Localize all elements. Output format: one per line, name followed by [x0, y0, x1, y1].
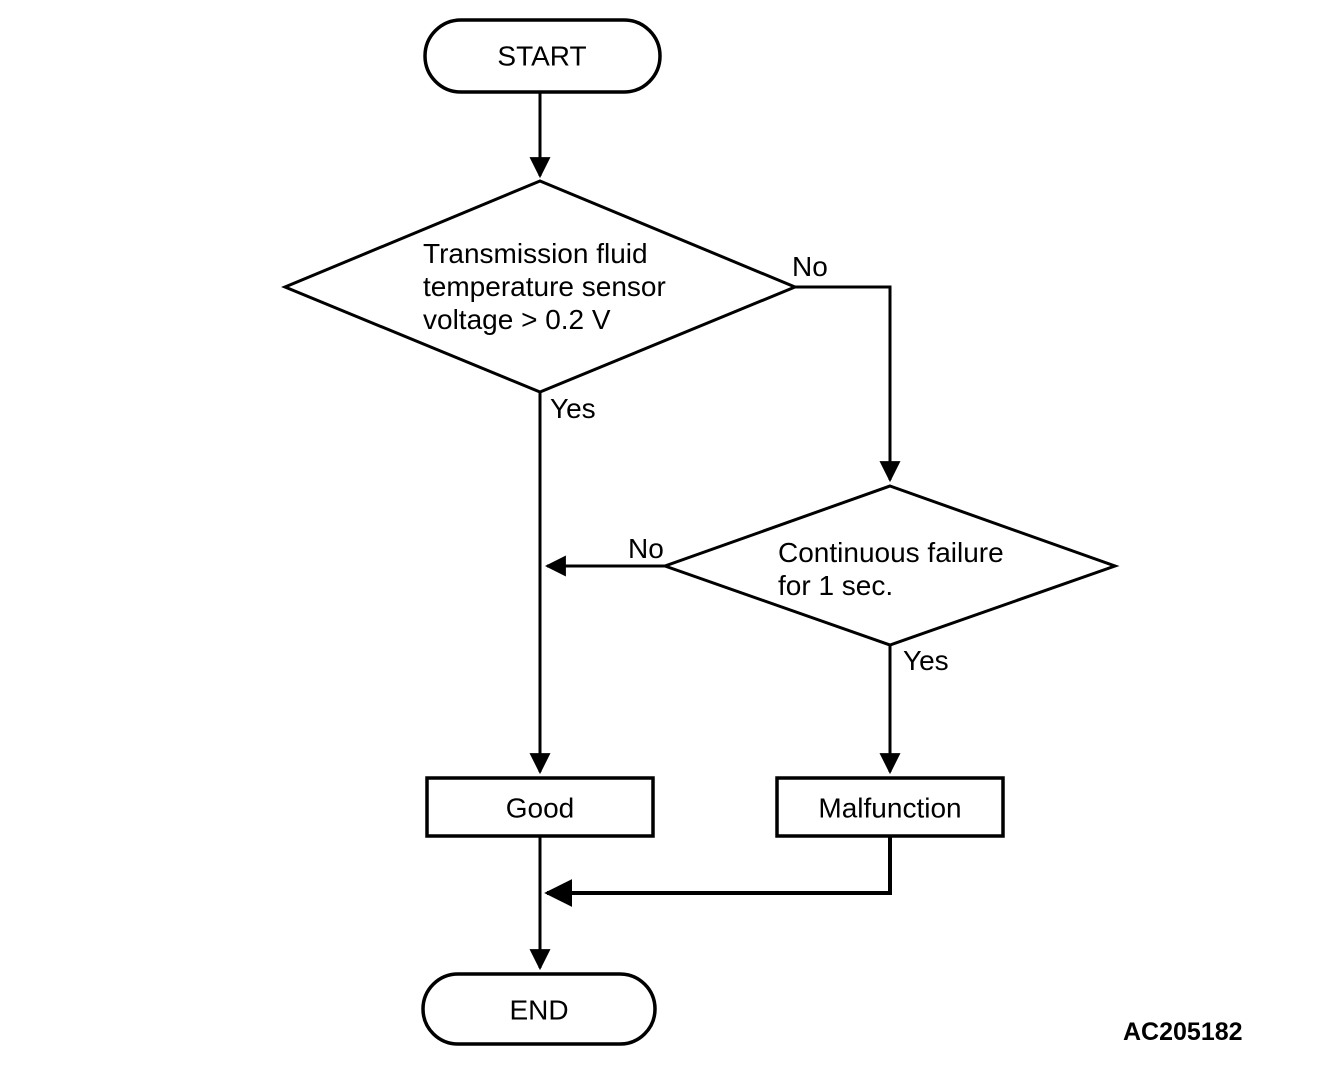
decision2-label-line2: for 1 sec.: [778, 570, 893, 601]
end-label: END: [509, 995, 568, 1026]
decision1-label-line1: Transmission fluid: [423, 238, 648, 269]
decision1-diamond-shape: [281, 179, 799, 394]
edge-malfunction-to-merge: [544, 836, 892, 907]
decision1-label-line2: temperature sensor: [423, 271, 666, 302]
malfunction-label: Malfunction: [818, 793, 961, 824]
decision2-label-line1: Continuous failure: [778, 537, 1004, 568]
good-process-shape: [425, 776, 655, 838]
decision2-no-label: No: [628, 533, 664, 564]
decision2-diamond-shape: [660, 484, 1120, 647]
start-terminator-shape: [423, 18, 662, 94]
decision1-no-label: No: [792, 251, 828, 282]
end-terminator-shape: [421, 972, 657, 1046]
figure-code-label: AC205182: [1123, 1018, 1243, 1046]
edge-decision1-no-to-decision2: [795, 285, 901, 483]
decision1-yes-label: Yes: [550, 393, 596, 424]
good-label: Good: [506, 793, 575, 824]
malfunction-process-shape: [775, 776, 1005, 838]
decision1-label-line3: voltage > 0.2 V: [423, 304, 611, 335]
decision2-yes-label: Yes: [903, 645, 949, 676]
start-label: START: [497, 41, 586, 72]
